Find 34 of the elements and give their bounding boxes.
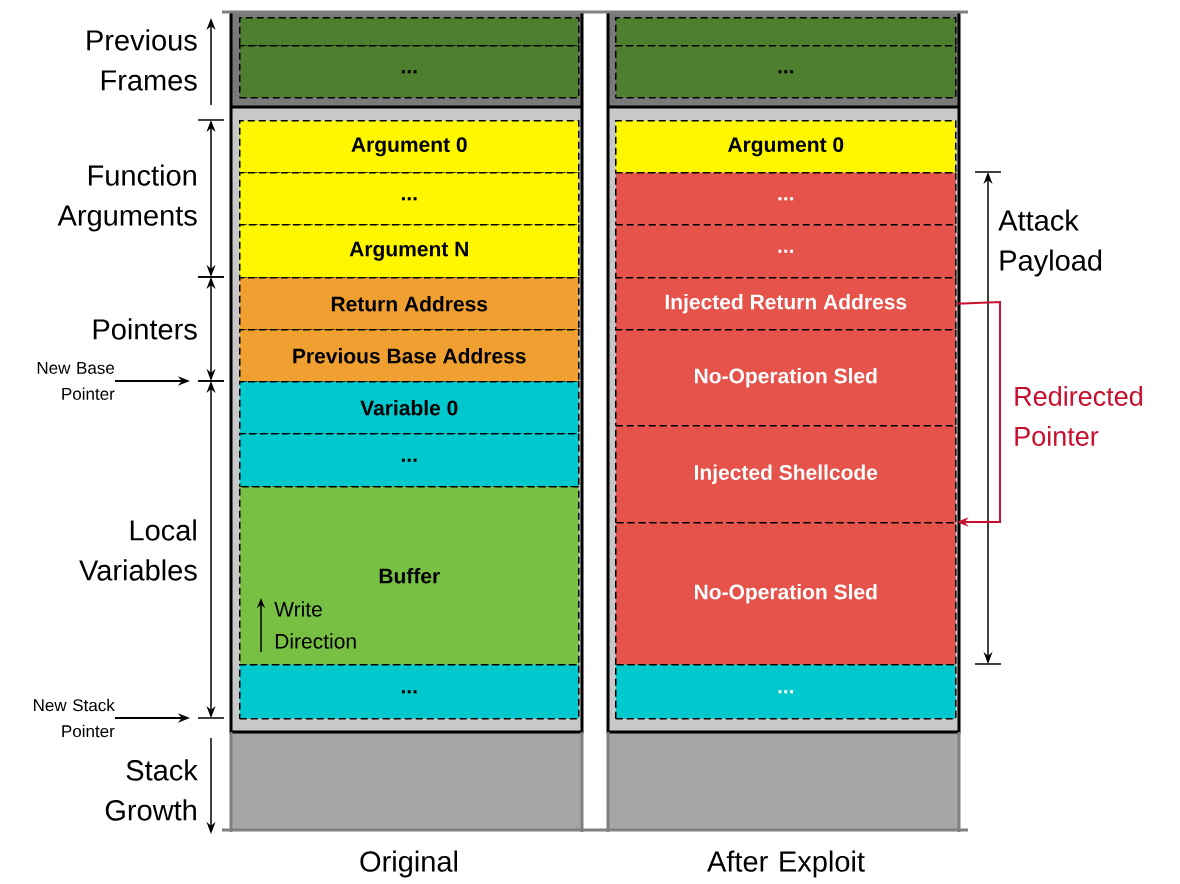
pointer-label: New Base Pointer [37, 362, 115, 400]
section-label: After Exploit [707, 850, 865, 878]
stack-slot: Injected Return Address [615, 277, 957, 331]
cell-note: Write Direction [274, 601, 356, 649]
edge-label: Redirected Pointer [1015, 386, 1143, 446]
stack-slot: ... [615, 664, 957, 720]
section-label: Attack Payload [998, 209, 1102, 277]
stack-slot: ... [615, 224, 957, 279]
stack-slot: ... [239, 433, 580, 488]
section-label: Original [360, 850, 457, 878]
stack-slot: Return Address [239, 277, 580, 331]
stack-slot: Buffer Write Direction [239, 486, 580, 666]
stack-slot: Argument N [239, 224, 580, 279]
stack-slot [239, 17, 580, 47]
redirect-arrow [955, 300, 1001, 527]
stack-slot: ... [239, 172, 580, 226]
section-label: Local Variables [79, 519, 197, 581]
section-label: Function Arguments [57, 164, 197, 232]
stack-slot: ... [239, 664, 580, 720]
stack-slot: ... [239, 45, 580, 99]
section-label: Stack Growth [105, 759, 198, 821]
section-label: Pointers [93, 318, 197, 340]
stack-slot: ... [615, 45, 957, 99]
stack-slot: Argument 0 [239, 120, 580, 174]
stack-slot: Argument 0 [615, 120, 957, 174]
stack-slot: Injected Shellcode [615, 425, 957, 524]
stack-slot: Previous Base Address [239, 329, 580, 383]
section-label: Previous Frames [87, 29, 197, 91]
stack-slot: ... [615, 172, 957, 226]
pointer-label: New Stack Pointer [34, 698, 115, 738]
stack-slot: Variable 0 [239, 381, 580, 435]
stack-slot [615, 17, 957, 47]
stack-slot: No-Operation Sled [615, 522, 957, 666]
stack-slot: No-Operation Sled [615, 329, 957, 427]
